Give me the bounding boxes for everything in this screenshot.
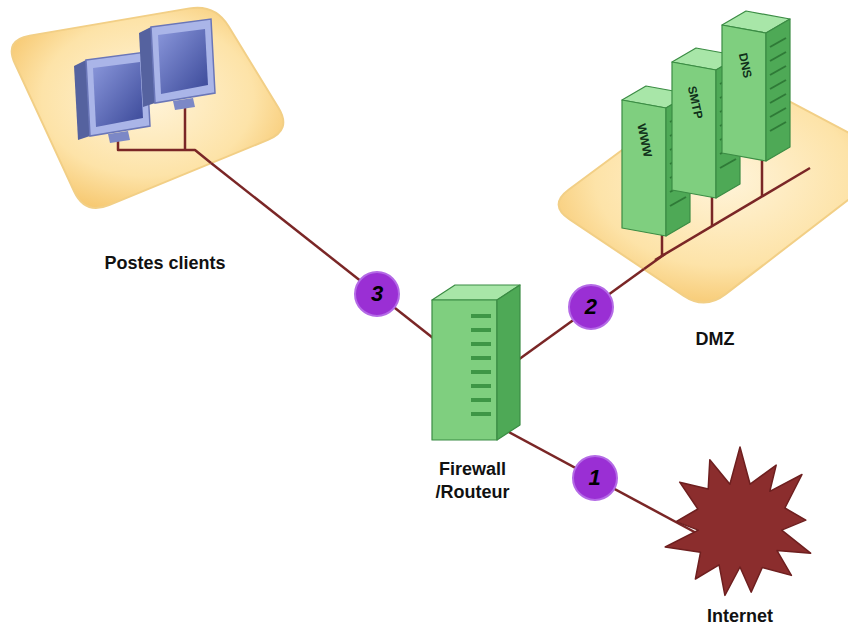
callout-number: 3	[354, 271, 400, 317]
server-vent	[770, 38, 786, 47]
server-face	[497, 285, 520, 440]
server-vent	[770, 108, 786, 117]
network-link	[505, 430, 700, 535]
firewall-vent	[471, 398, 491, 402]
node-label: DMZ	[665, 328, 765, 351]
firewall-vent	[471, 342, 491, 346]
server-face	[622, 100, 666, 236]
server-vent	[720, 159, 736, 168]
client-zone: Postes clients	[0, 0, 300, 300]
internet-burst-shape	[665, 447, 810, 595]
firewall-vent	[471, 370, 491, 374]
server-face	[672, 62, 716, 198]
firewall-vent	[471, 384, 491, 388]
server-face	[766, 19, 790, 161]
callout-number: 1	[572, 455, 618, 501]
server-vent	[770, 52, 786, 61]
firewall-drawing	[415, 270, 530, 446]
network-link	[518, 269, 644, 360]
server-vent	[670, 197, 686, 206]
internet-burst	[640, 445, 840, 603]
firewall-vent	[471, 314, 491, 318]
callout-number: 2	[568, 284, 614, 330]
server-drawing	[720, 3, 792, 165]
firewall-vent	[471, 328, 491, 332]
network-link	[211, 163, 433, 338]
zone-tile	[0, 0, 300, 232]
firewall-vent	[471, 356, 491, 360]
node-label: Internet	[640, 605, 840, 628]
server-box: DNS	[720, 3, 792, 165]
firewall-vent	[471, 412, 491, 416]
server-face	[722, 25, 766, 161]
node-label: Postes clients	[60, 252, 270, 275]
server-vent	[770, 80, 786, 89]
server-vent	[770, 94, 786, 103]
internet-cloud: Internet	[640, 445, 840, 635]
server-vent	[770, 122, 786, 131]
server-face	[432, 300, 497, 440]
node-label: Firewall /Routeur	[415, 458, 530, 503]
firewall-router: Firewall /Routeur	[415, 270, 530, 515]
zone-tile-outline	[12, 8, 284, 208]
server-vent	[770, 66, 786, 75]
